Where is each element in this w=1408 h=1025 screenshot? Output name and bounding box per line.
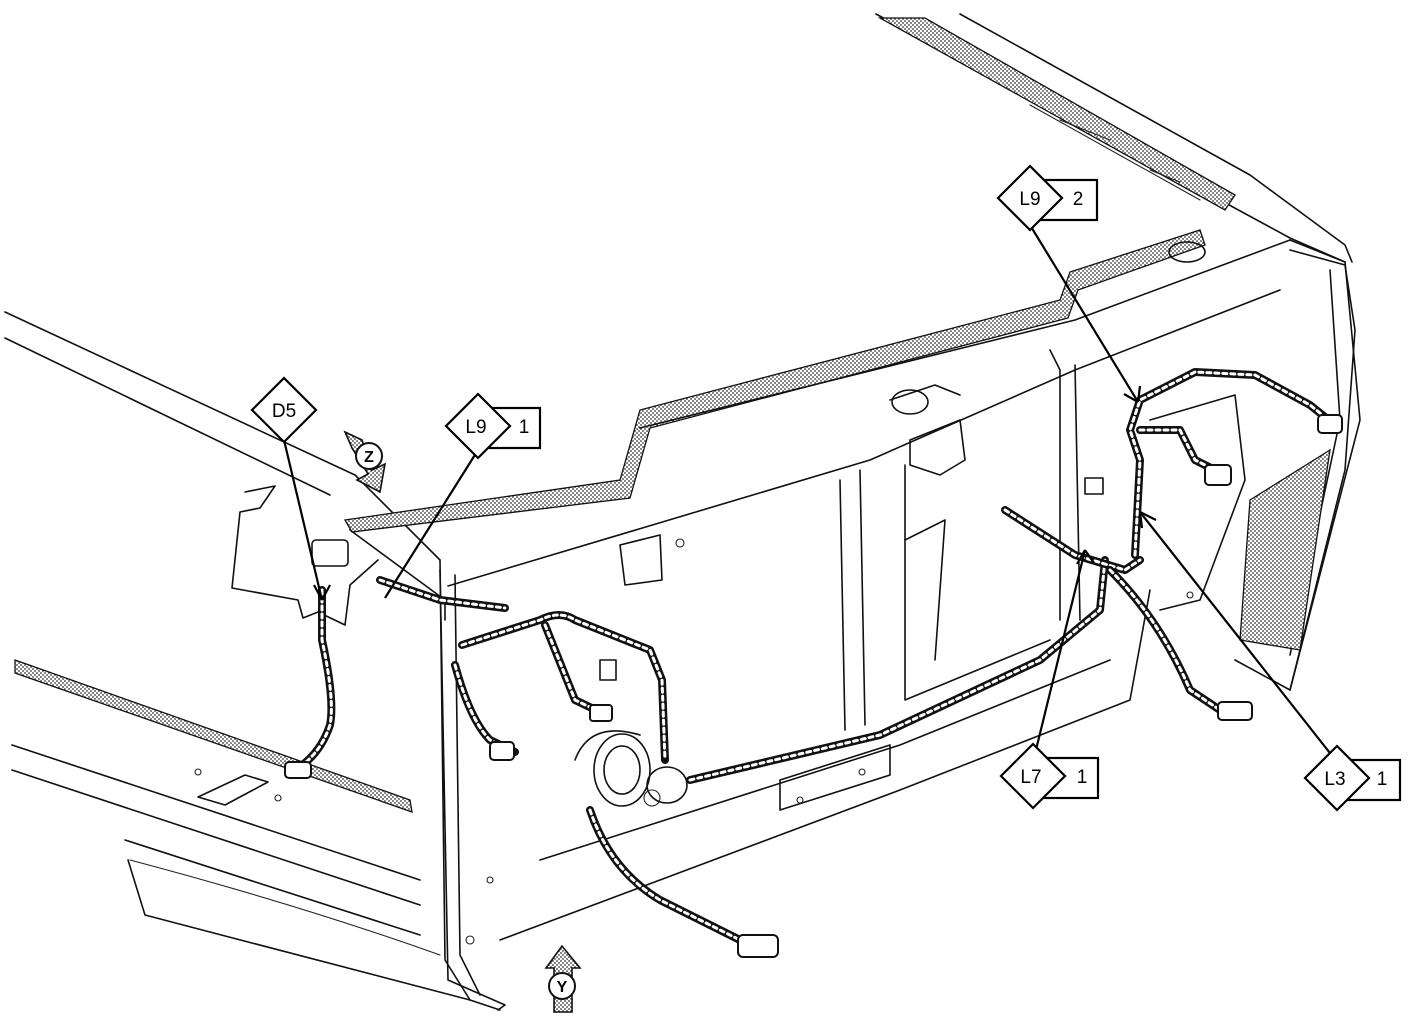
view-z-letter: Z (364, 449, 374, 466)
callout-l7-1-code: L7 (1020, 767, 1041, 788)
radiator-support-frame (439, 349, 1194, 1011)
leader-lines (282, 224, 1338, 763)
callout-l7-1: L7 1 (999, 742, 1100, 810)
callout-l9-1-sheet: 1 (519, 417, 530, 438)
view-y-circle (548, 972, 576, 1000)
cutaway-panel (231, 485, 379, 626)
connector-right-side (1204, 464, 1232, 486)
callout-l7-1-sheet: 1 (1077, 767, 1088, 788)
view-z-circle (355, 442, 383, 470)
connector-right-headlamp (1317, 414, 1343, 434)
horn (574, 730, 688, 807)
view-arrow-z: Z (343, 430, 387, 494)
connector-horn (737, 934, 779, 958)
callout-l3-1-code: L3 (1324, 769, 1345, 790)
right-headlamp-housing (1149, 249, 1356, 691)
connector-right-lamp (1217, 701, 1253, 721)
vehicle-body (4, 13, 1361, 1011)
wiring-harness (284, 368, 1343, 958)
connector-left-fender (284, 761, 312, 779)
callout-d5: D5 (250, 376, 318, 444)
hood-outline (875, 13, 1353, 263)
callout-l9-1-code: L9 (465, 417, 486, 438)
view-y-letter: Y (557, 979, 568, 996)
callout-d5-code: D5 (272, 401, 296, 422)
callout-l3-1: L3 1 (1303, 744, 1402, 812)
view-arrow-y: Y (544, 944, 582, 1013)
connector-left-lamp (489, 741, 515, 761)
upper-tie-bar (343, 229, 1361, 691)
connector-center (589, 704, 613, 722)
callout-l9-2-sheet: 2 (1073, 189, 1084, 210)
callout-l9-2: L9 2 (996, 164, 1099, 232)
callout-l3-1-sheet: 1 (1377, 769, 1388, 790)
left-fender (4, 311, 471, 1001)
callout-l9-2-code: L9 (1019, 189, 1040, 210)
callout-l9-1: L9 1 (444, 392, 542, 460)
